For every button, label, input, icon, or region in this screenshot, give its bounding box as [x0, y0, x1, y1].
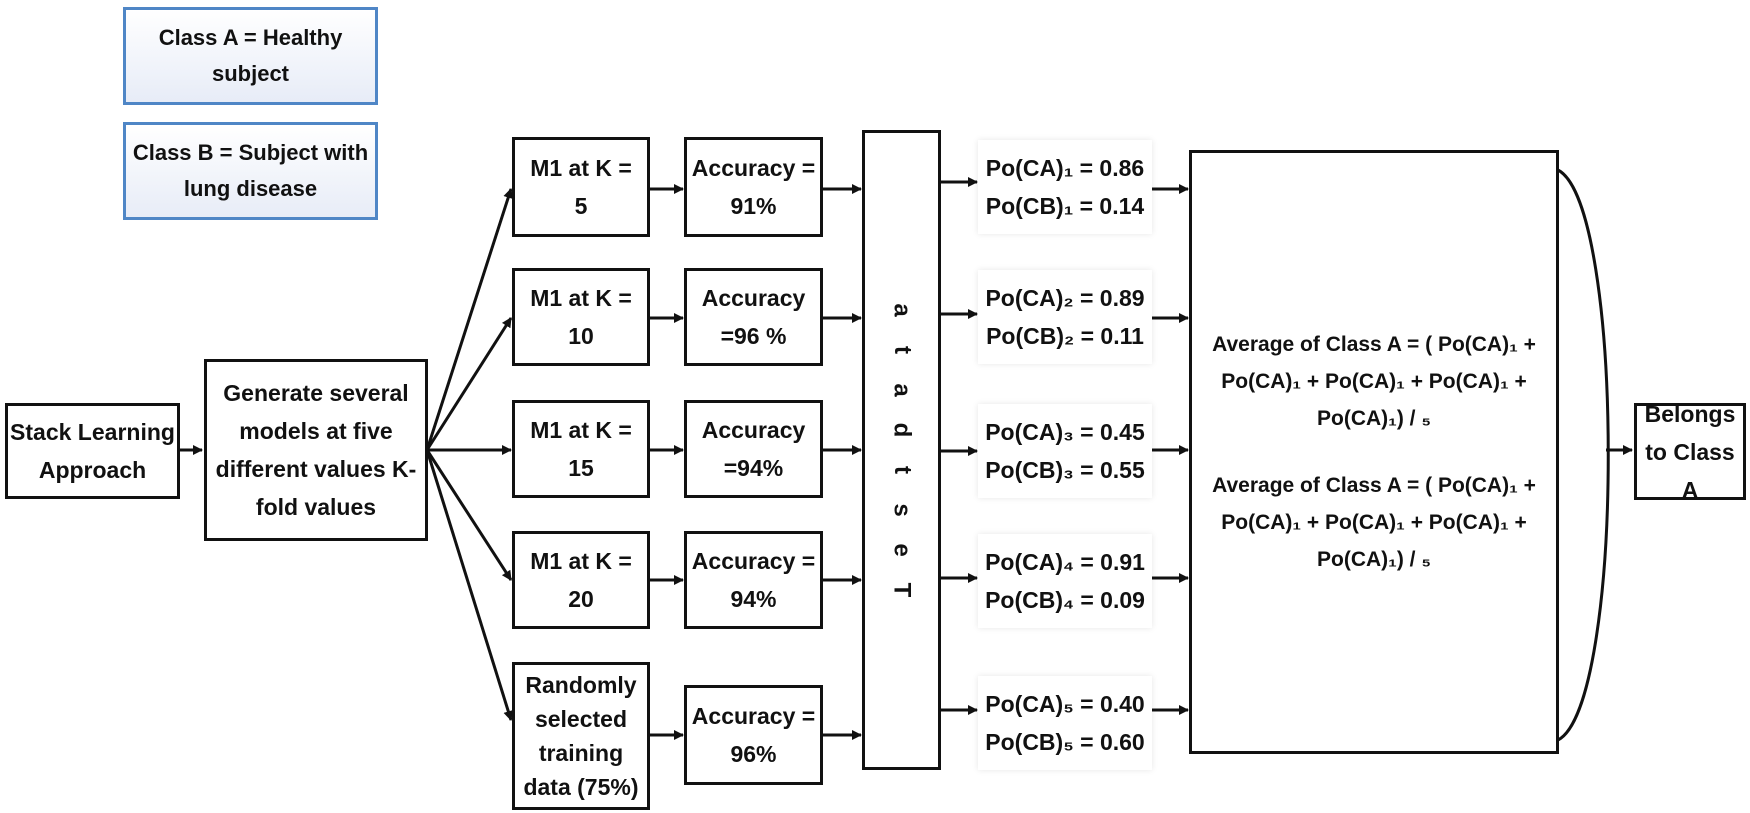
stack-learning-label: Stack Learning Approach: [10, 419, 175, 483]
model-node-3: M1 at K = 15: [512, 400, 650, 498]
arrow-generate-to-model-5: [425, 449, 514, 721]
accuracy-label-3: Accuracy =94%: [701, 417, 806, 481]
probability-text-5: Po(CA)₅ = 0.40 Po(CB)₅ = 0.60: [985, 691, 1145, 755]
accuracy-node-2: Accuracy =96 %: [684, 268, 823, 366]
probability-text-4: Po(CA)₄ = 0.91 Po(CB)₄ = 0.09: [985, 549, 1145, 613]
model-node-5: Randomly selected training data (75%): [512, 662, 650, 810]
model-node-1: M1 at K = 5: [512, 137, 650, 237]
average-formula-1: Average of Class A = ( Po(CA)₁ + Po(CA)₁…: [1212, 333, 1536, 430]
model-label-3: M1 at K = 15: [530, 417, 632, 481]
legend-class-b: Class B = Subject with lung disease: [123, 122, 378, 220]
accuracy-label-2: Accuracy =96 %: [701, 285, 806, 349]
test-data-letter: t: [888, 466, 916, 474]
probability-box-1: Po(CA)₁ = 0.86 Po(CB)₁ = 0.14: [978, 140, 1152, 234]
test-data-letter: a: [888, 383, 916, 397]
model-label-1: M1 at K = 5: [530, 155, 632, 219]
average-formula-2: Average of Class A = ( Po(CA)₁ + Po(CA)₁…: [1212, 474, 1536, 571]
test-data-letter: e: [888, 543, 916, 557]
probability-text-2: Po(CA)₂ = 0.89 Po(CB)₂ = 0.11: [985, 285, 1145, 349]
legend-class-b-text: Class B = Subject with lung disease: [132, 140, 369, 201]
test-data-node: a t a d t s e T: [862, 130, 941, 770]
arrow-generate-to-model-1: [425, 188, 514, 451]
probability-box-3: Po(CA)₃ = 0.45 Po(CB)₃ = 0.55: [978, 404, 1152, 498]
test-data-letter: a: [888, 303, 916, 317]
probability-text-1: Po(CA)₁ = 0.86 Po(CB)₁ = 0.14: [985, 155, 1145, 219]
legend-class-a: Class A = Healthy subject: [123, 7, 378, 105]
model-node-2: M1 at K = 10: [512, 268, 650, 366]
stack-learning-node: Stack Learning Approach: [5, 403, 180, 499]
probability-text-3: Po(CA)₃ = 0.45 Po(CB)₃ = 0.55: [985, 419, 1145, 483]
model-label-2: M1 at K = 10: [530, 285, 632, 349]
test-data-letter: t: [888, 346, 916, 354]
arrow-generate-to-model-2: [425, 317, 513, 451]
probability-box-4: Po(CA)₄ = 0.91 Po(CB)₄ = 0.09: [978, 534, 1152, 628]
legend-class-a-text: Class A = Healthy subject: [158, 25, 343, 86]
accuracy-label-4: Accuracy = 94%: [691, 548, 816, 612]
accuracy-label-1: Accuracy = 91%: [691, 155, 816, 219]
test-data-letter: d: [888, 422, 916, 438]
probability-box-5: Po(CA)₅ = 0.40 Po(CB)₅ = 0.60: [978, 676, 1152, 770]
result-node: Belongs to Class A: [1634, 401, 1746, 503]
brace-bracket: [1557, 168, 1610, 742]
average-node: Average of Class A = ( Po(CA)₁ + Po(CA)₁…: [1189, 150, 1559, 754]
model-label-4: M1 at K = 20: [530, 548, 632, 612]
accuracy-label-5: Accuracy = 96%: [691, 703, 816, 767]
model-label-5: Randomly selected training data (75%): [523, 672, 639, 800]
model-node-4: M1 at K = 20: [512, 531, 650, 629]
accuracy-node-5: Accuracy = 96%: [684, 685, 823, 785]
generate-models-node: Generate several models at five differen…: [204, 359, 428, 541]
accuracy-node-1: Accuracy = 91%: [684, 137, 823, 237]
accuracy-node-3: Accuracy =94%: [684, 400, 823, 498]
accuracy-node-4: Accuracy = 94%: [684, 531, 823, 629]
arrow-generate-to-model-4: [425, 449, 513, 581]
result-label: Belongs to Class A: [1644, 400, 1736, 503]
test-data-letter: T: [888, 582, 916, 598]
test-data-letter: s: [888, 503, 916, 517]
generate-models-label: Generate several models at five differen…: [215, 380, 417, 520]
probability-box-2: Po(CA)₂ = 0.89 Po(CB)₂ = 0.11: [978, 270, 1152, 364]
